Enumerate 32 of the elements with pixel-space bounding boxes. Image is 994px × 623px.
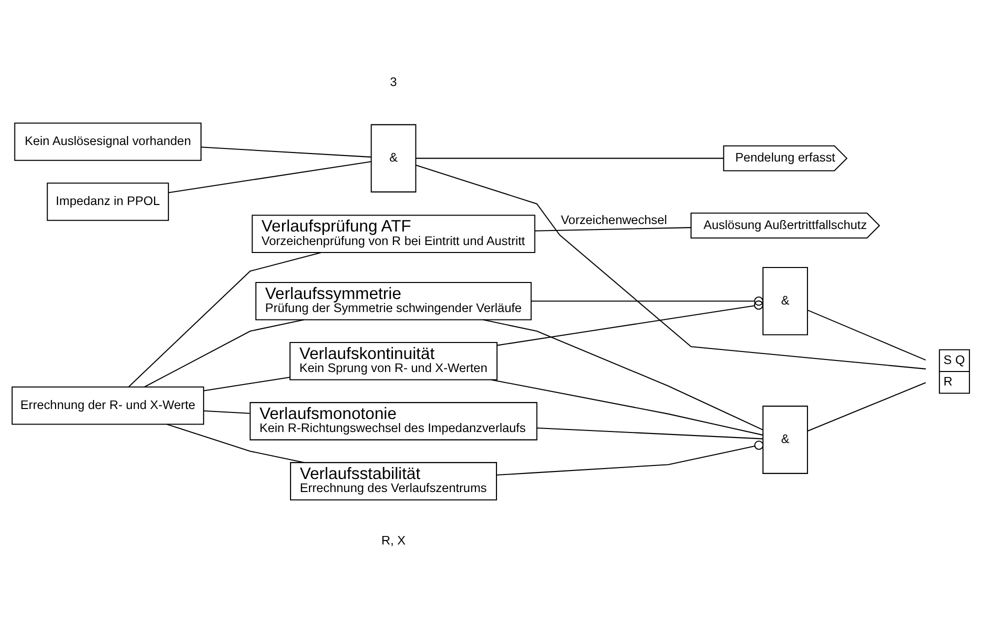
connector bbox=[531, 296, 764, 306]
connector bbox=[536, 426, 763, 439]
connector bbox=[416, 157, 724, 158]
connector bbox=[808, 382, 926, 431]
node-box: Verlaufsprüfung ATF Vorzeichenprüfung von R bei Eintritt und Austritt bbox=[252, 214, 536, 253]
node-box: Errechnung der R- und X-Werte bbox=[12, 386, 204, 424]
connector bbox=[534, 226, 692, 231]
connector bbox=[168, 160, 372, 193]
connector bbox=[416, 164, 926, 369]
connector bbox=[496, 440, 764, 476]
node-box: Verlaufsstabilität Errechnung des Verlaufszentrums bbox=[290, 462, 497, 500]
label: 3 bbox=[390, 74, 397, 88]
connector bbox=[497, 300, 764, 346]
node-box: Verlaufskontinuität Kein Sprung von R- und X-Werten bbox=[290, 342, 498, 380]
connector bbox=[482, 318, 764, 430]
edge-label: Vorzeichenwechsel bbox=[560, 212, 668, 227]
connector bbox=[204, 376, 290, 391]
node-box: Impedanz in PPOL bbox=[46, 182, 169, 220]
connector bbox=[166, 423, 304, 463]
connector bbox=[808, 309, 926, 360]
node-box: & bbox=[370, 124, 416, 192]
node-box: & bbox=[762, 405, 808, 474]
node-box: & bbox=[762, 266, 808, 335]
node-box: Verlaufsmonotonie Kein R-Richtungswechsel des Impedanzverlaufs bbox=[250, 402, 538, 440]
connector bbox=[204, 410, 250, 414]
node-box: Verlaufssymmetrie Prüfung der Symmetrie schwingender Verläufe bbox=[255, 281, 532, 320]
label: R, X bbox=[381, 532, 406, 547]
connector bbox=[128, 252, 322, 387]
connector bbox=[144, 318, 304, 387]
node-box: Kein Auslösesignal vorhanden bbox=[14, 122, 202, 160]
connector bbox=[491, 378, 764, 436]
connector bbox=[201, 146, 372, 158]
